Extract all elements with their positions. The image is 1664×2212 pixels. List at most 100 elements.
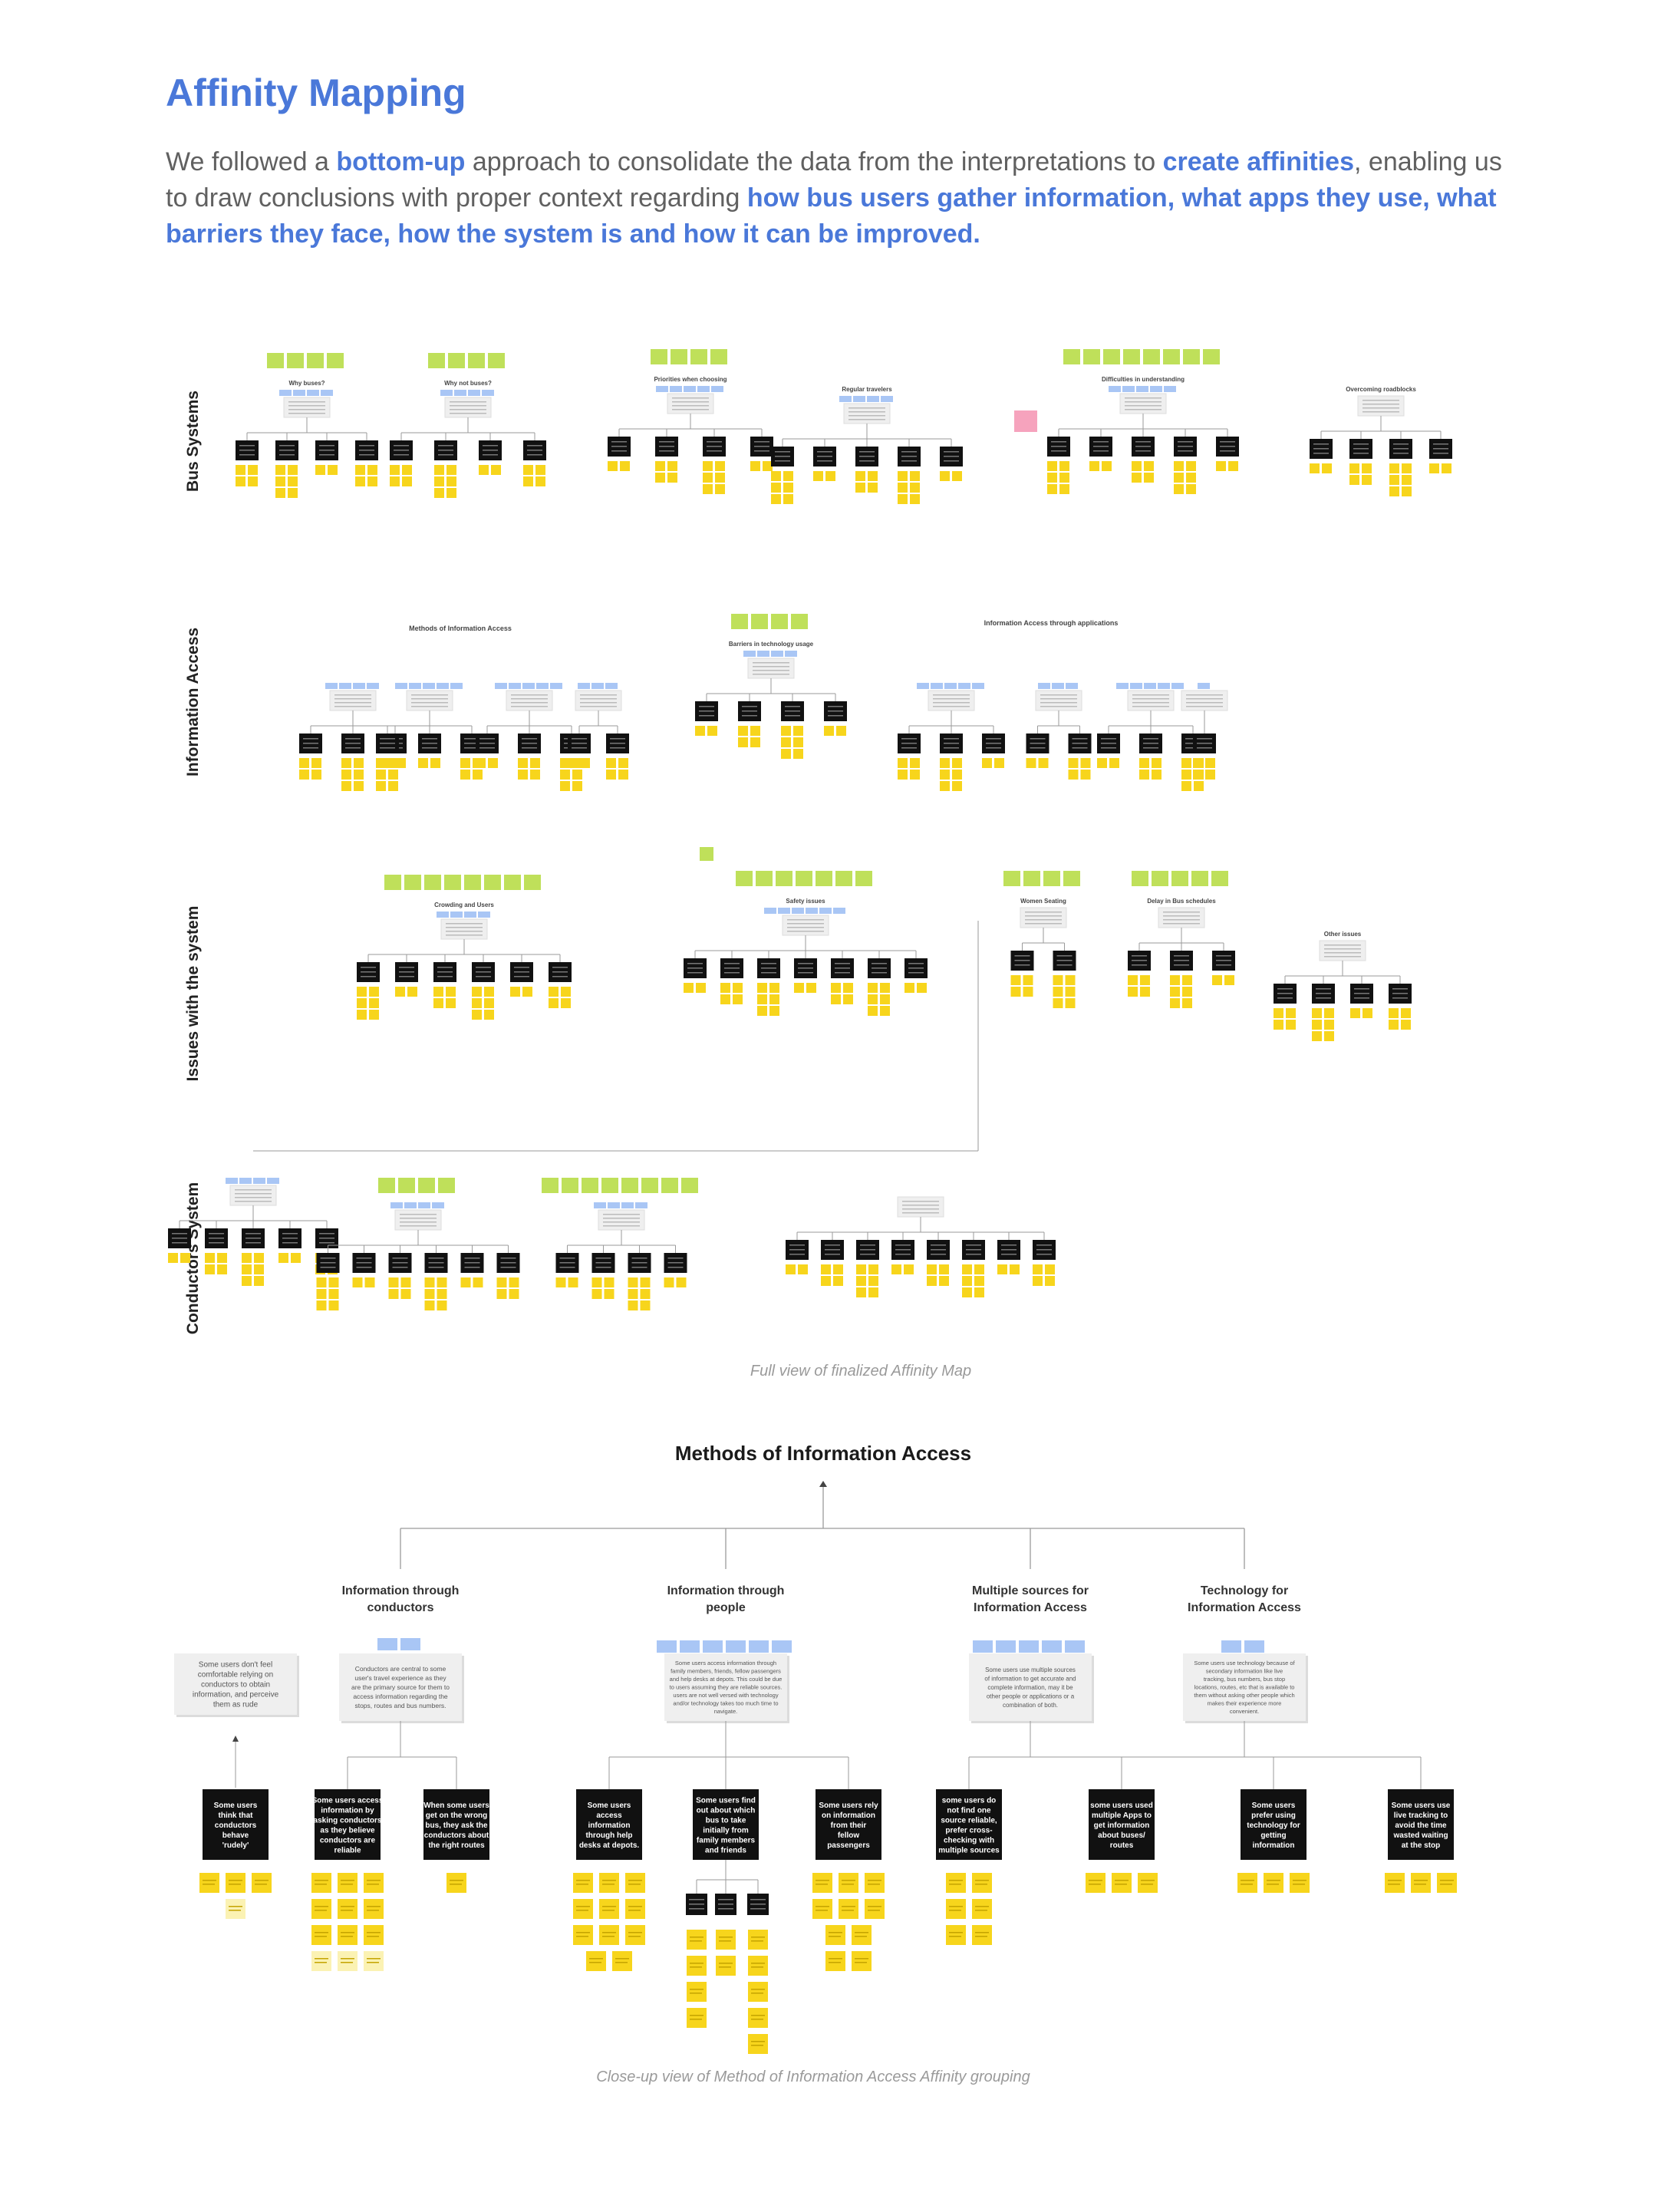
yellow-sticky <box>1181 781 1191 791</box>
insight-text-line <box>817 456 832 457</box>
insight-text-line <box>422 747 437 749</box>
card-text: Some users use technology because of <box>1194 1660 1295 1666</box>
blue-sticky <box>771 651 783 657</box>
insight-text-line <box>345 747 361 749</box>
summary-text-line <box>400 1221 437 1223</box>
insight-text-line <box>986 747 1001 749</box>
insight-text-line <box>1093 446 1109 447</box>
insight-text-line <box>500 1262 516 1264</box>
summary-text-line <box>1363 404 1399 405</box>
insight-text-line <box>303 738 318 740</box>
blue-sticky <box>1052 683 1064 689</box>
insight-text: conductors about <box>424 1831 489 1840</box>
sticky-text-line <box>690 1937 703 1938</box>
card-text: Some users don't feel <box>199 1661 272 1670</box>
intro-paragraph: We followed a bottom-up approach to cons… <box>166 144 1516 252</box>
yellow-sticky <box>1112 1873 1132 1893</box>
section-issues-label: Issues with the system <box>184 906 202 1082</box>
card-text: secondary information like live <box>1206 1668 1283 1675</box>
sticky-text-line <box>367 1880 381 1881</box>
yellow-sticky <box>910 758 920 768</box>
yellow-sticky <box>509 1289 519 1299</box>
yellow-sticky <box>254 1253 264 1263</box>
insight-text-line <box>908 968 924 969</box>
yellow-sticky <box>328 1277 339 1287</box>
yellow-sticky <box>1152 758 1162 768</box>
insight-text-line <box>817 460 832 462</box>
insight-text-line <box>359 445 374 447</box>
yellow-sticky <box>599 1899 619 1919</box>
blue-sticky <box>307 390 319 396</box>
yellow-sticky <box>946 1873 966 1893</box>
sticky-text-line <box>1414 1884 1426 1885</box>
blue-sticky <box>1171 683 1184 689</box>
green-sticky <box>700 847 713 861</box>
yellow-sticky <box>496 1277 507 1287</box>
insight-text-line <box>1030 743 1046 744</box>
yellow-sticky <box>568 758 578 768</box>
summary-text-line <box>446 935 483 936</box>
yellow-sticky <box>549 987 559 997</box>
yellow-sticky <box>1045 1276 1055 1286</box>
insight-text-line <box>1220 446 1235 447</box>
insight-text: reliable <box>334 1847 361 1855</box>
blue-sticky <box>703 1640 723 1653</box>
yellow-sticky <box>434 465 444 475</box>
sticky-text-line <box>1440 1884 1452 1885</box>
insight-text-line <box>1216 960 1231 961</box>
yellow-sticky <box>946 1925 966 1945</box>
yellow-sticky <box>927 1264 937 1274</box>
green-sticky <box>504 875 521 890</box>
green-sticky <box>1143 349 1160 364</box>
yellow-sticky <box>868 1287 878 1297</box>
sticky-text-line <box>751 2045 763 2046</box>
insight-text-line <box>522 743 537 744</box>
yellow-sticky <box>880 994 890 1004</box>
insight-text: some users used <box>1090 1802 1153 1810</box>
blue-sticky <box>958 683 970 689</box>
yellow-sticky <box>1224 975 1234 985</box>
yellow-sticky <box>898 770 908 780</box>
yellow-sticky <box>341 770 351 780</box>
yellow-sticky <box>781 737 791 747</box>
green-sticky <box>771 614 788 629</box>
yellow-sticky <box>316 1277 327 1287</box>
summary-text-line <box>235 1189 272 1191</box>
summary-text-line <box>1125 409 1162 410</box>
yellow-sticky <box>1363 1008 1372 1018</box>
insight-text-line <box>303 747 318 749</box>
yellow-sticky <box>1047 461 1057 471</box>
yellow-sticky <box>868 1276 878 1286</box>
summary-text-line <box>902 1201 939 1202</box>
summary-text-line <box>400 1214 437 1215</box>
yellow-sticky <box>354 781 364 791</box>
blue-sticky <box>464 912 476 918</box>
sticky-text-line <box>576 1884 588 1885</box>
yellow-sticky <box>530 770 540 780</box>
insight-text-line <box>901 460 917 462</box>
insight-text-line <box>1220 441 1235 443</box>
yellow-sticky <box>952 471 962 481</box>
summary-text-line <box>1363 411 1399 413</box>
blue-sticky <box>1164 386 1176 392</box>
insight-text-line <box>724 968 740 969</box>
insight-text-line <box>785 715 800 717</box>
insight-text-line <box>817 451 832 453</box>
sticky-text-line <box>341 1958 354 1960</box>
yellow-sticky <box>535 476 545 486</box>
summary-text-line <box>411 706 448 707</box>
yellow-sticky <box>1193 758 1203 768</box>
sticky-text-line <box>690 1993 702 1994</box>
yellow-sticky <box>433 998 443 1008</box>
insight-text-line <box>689 1908 704 1910</box>
blue-sticky <box>1144 683 1156 689</box>
insight-text-line <box>1216 955 1231 957</box>
blue-sticky <box>478 912 490 918</box>
insight-text-line <box>1277 993 1293 994</box>
card-text: stops, routes and bus numbers. <box>354 1702 446 1709</box>
insight-text-line <box>611 446 627 447</box>
yellow-sticky <box>446 476 456 486</box>
yellow-sticky <box>217 1264 227 1274</box>
blue-sticky <box>1038 683 1050 689</box>
yellow-sticky <box>424 1300 435 1310</box>
